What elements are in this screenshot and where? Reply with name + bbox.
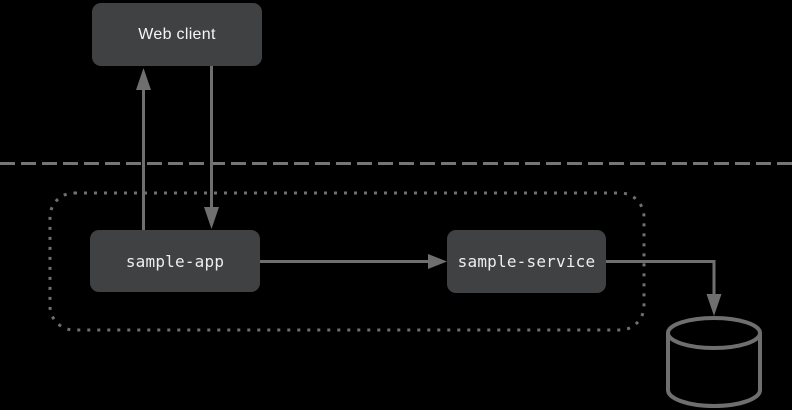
arrow-sample-app-to-web-client [136, 68, 151, 230]
node-sample-service: sample-service [447, 230, 606, 293]
cluster-dotted-border [48, 191, 646, 332]
arrow-web-client-to-sample-app [204, 66, 219, 229]
node-sample-app: sample-app [90, 230, 260, 292]
node-web-client: Web client [92, 3, 262, 66]
arrow-sample-app-to-sample-service [260, 254, 447, 269]
arrow-sample-service-to-database [606, 260, 722, 316]
database-cylinder-icon [666, 316, 762, 408]
